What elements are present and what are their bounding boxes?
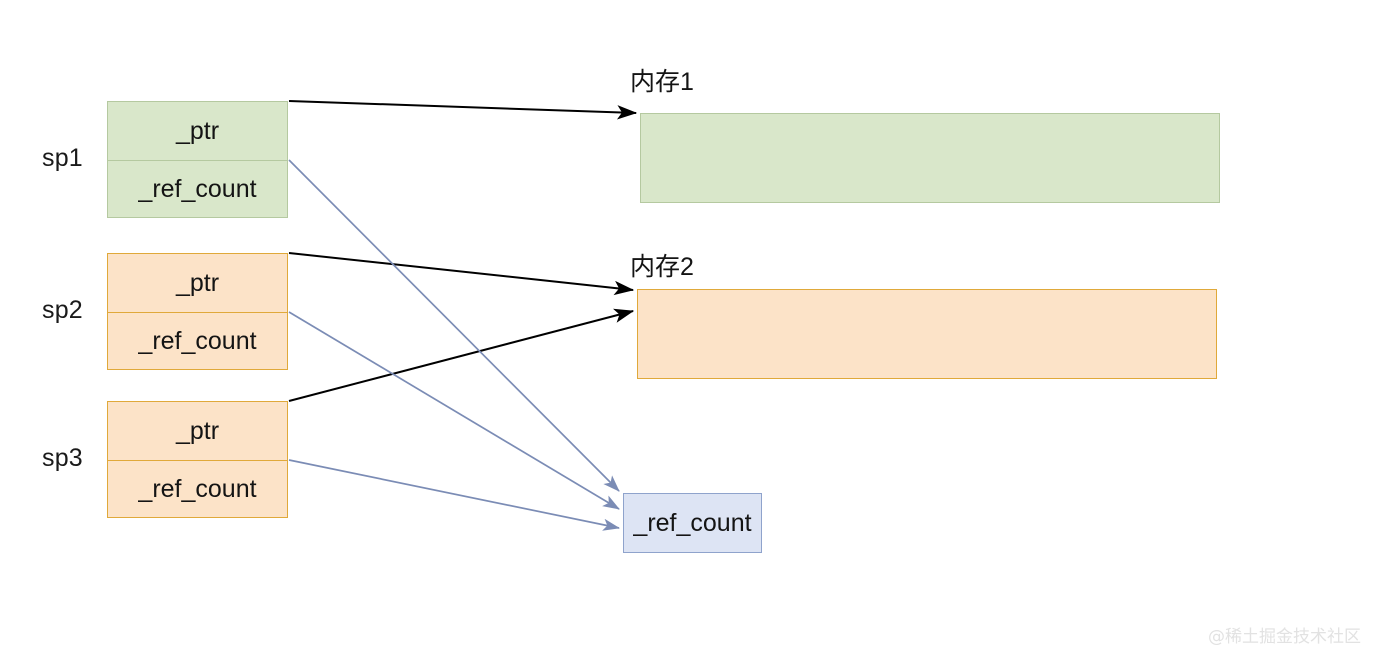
sp2-cell-ptr: _ptr — [108, 254, 287, 312]
sp1-cell-ref_count: _ref_count — [108, 160, 287, 218]
memory-2-block — [637, 289, 1217, 379]
sp1-box: _ptr _ref_count — [107, 101, 288, 218]
sp1-cell-ptr: _ptr — [108, 102, 287, 160]
sp1-ptr-label: _ptr — [175, 116, 220, 145]
watermark: @稀土掘金技术社区 — [1208, 627, 1361, 647]
label-sp3: sp3 — [42, 443, 83, 472]
sp3-refcount-to-shared — [288, 459, 620, 531]
sp3-ptr-label: _ptr — [175, 416, 220, 445]
sp1-refcount-to-shared — [288, 159, 620, 492]
sp3-cell-ptr: _ptr — [108, 402, 287, 460]
sp3-box: _ptr _ref_count — [107, 401, 288, 518]
sp1-ptr-to-memory1 — [288, 100, 638, 120]
label-sp2: sp2 — [42, 295, 83, 324]
sp3-ptr-to-memory2 — [288, 308, 635, 402]
sp2-ptr-to-memory2 — [288, 252, 635, 296]
shared-ref-count-box: _ref_count — [623, 493, 762, 553]
sp2-ref_count-label: _ref_count — [138, 327, 257, 355]
sp3-cell-ref_count: _ref_count — [108, 460, 287, 518]
sp2-ptr-label: _ptr — [175, 268, 220, 297]
sp2-box: _ptr _ref_count — [107, 253, 288, 370]
sp2-refcount-to-shared — [288, 311, 620, 510]
shared-ref-count-label: _ref_count — [633, 508, 752, 537]
sp1-ref_count-label: _ref_count — [138, 175, 257, 203]
label-sp1: sp1 — [42, 143, 83, 172]
memory-1-block — [640, 113, 1220, 203]
label-memory-2: 内存2 — [630, 253, 694, 281]
sp3-ref_count-label: _ref_count — [138, 475, 257, 503]
sp2-cell-ref_count: _ref_count — [108, 312, 287, 370]
label-memory-1: 内存1 — [630, 68, 694, 96]
